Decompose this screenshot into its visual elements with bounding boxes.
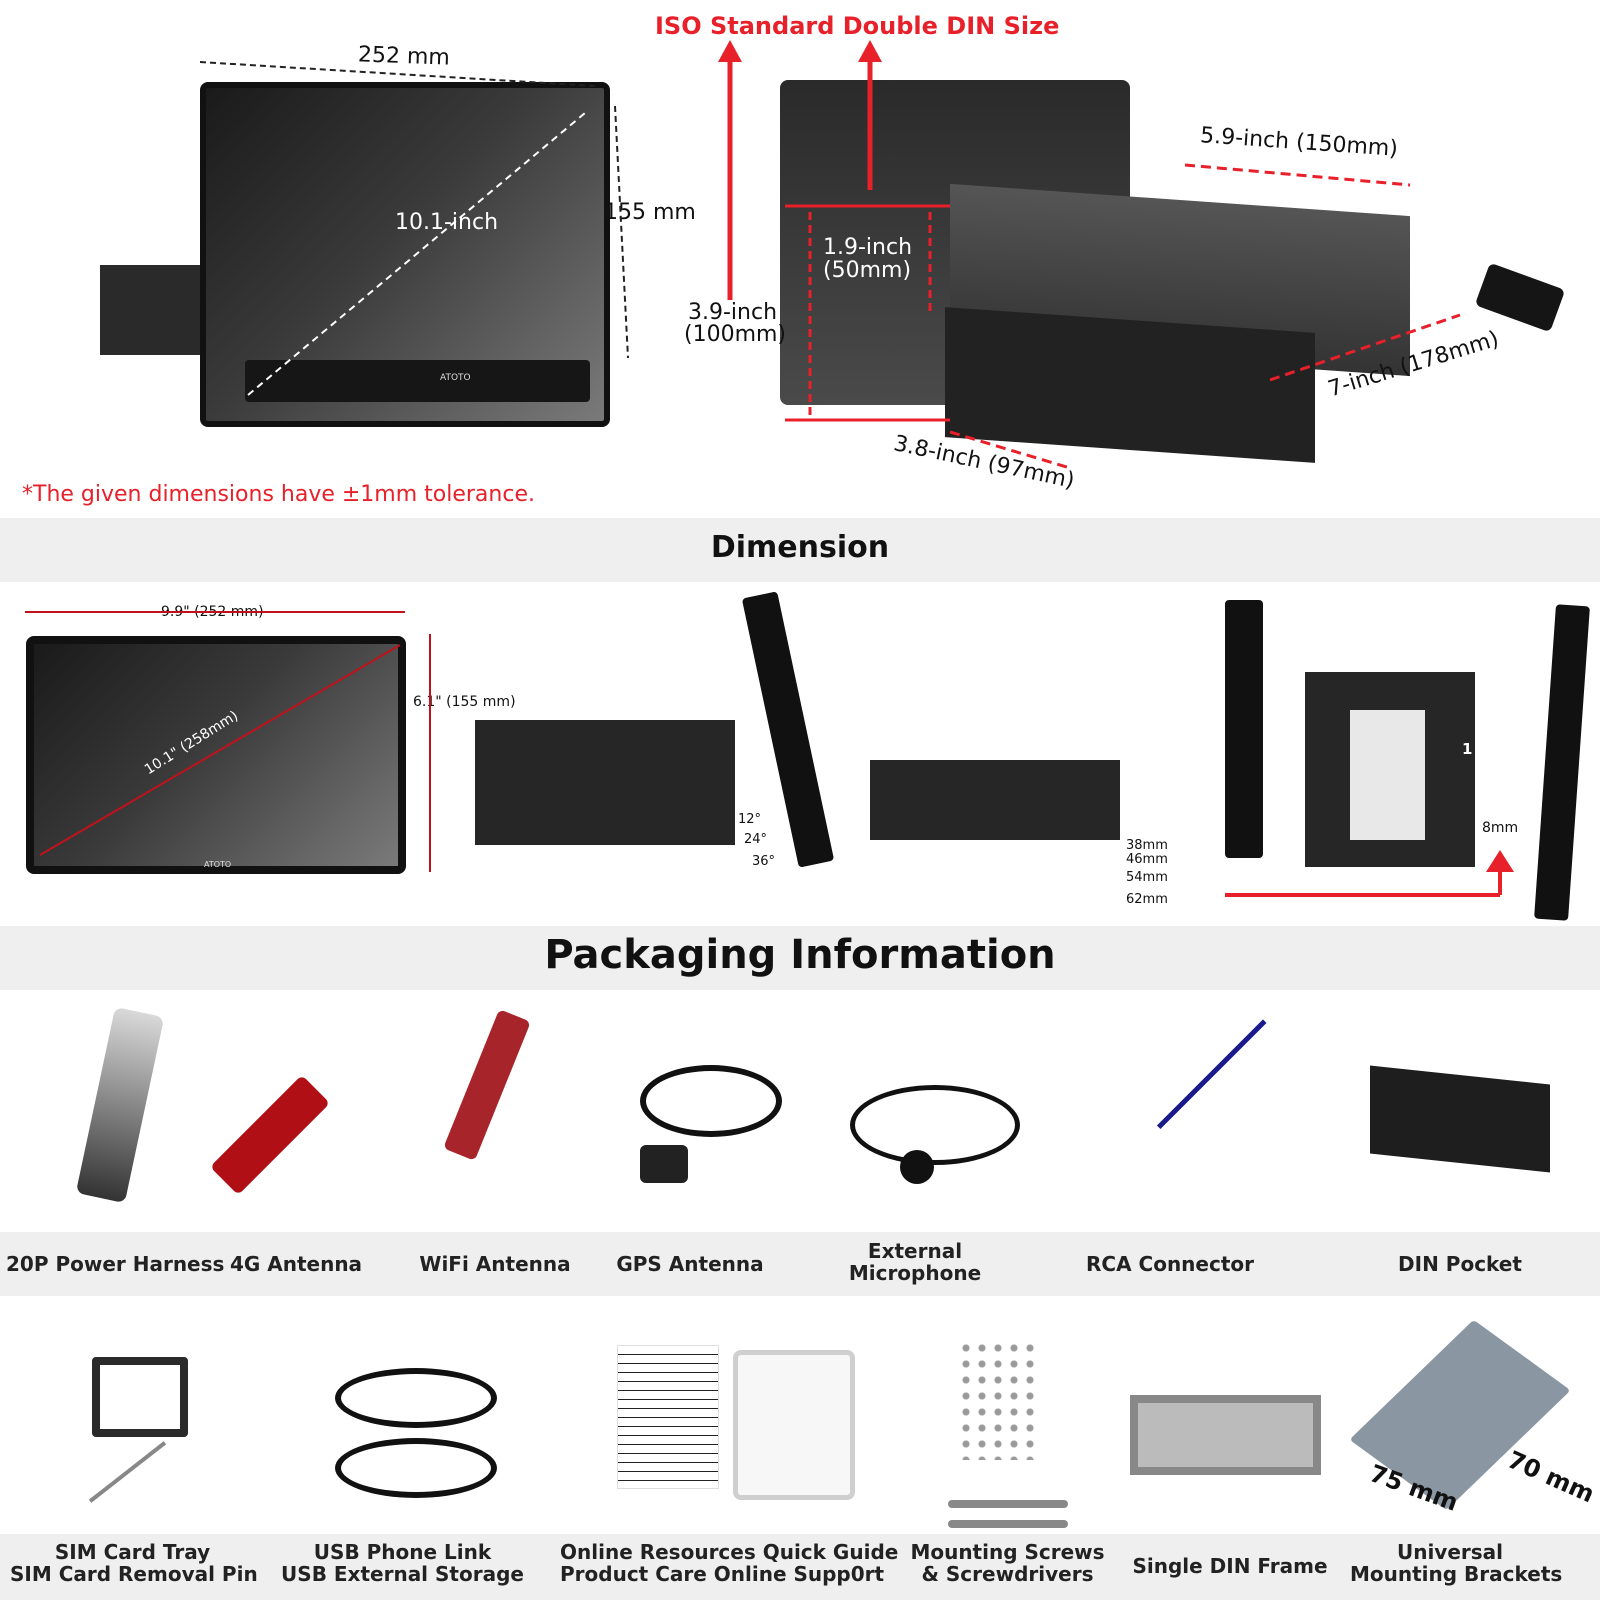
caption-guide-2: Product Care Online Supp0rt <box>560 1562 885 1586</box>
gps-cable-image <box>640 1065 782 1137</box>
top-panel-h-label-2: (100mm) <box>684 322 787 347</box>
caption-rca: RCA Connector <box>1086 1252 1254 1276</box>
depth-54: 54mm <box>1126 870 1168 885</box>
packaging-title: Packaging Information <box>544 932 1056 978</box>
caption-gps-antenna: GPS Antenna <box>616 1252 764 1276</box>
top-brand: ATOTO <box>440 373 471 383</box>
gps-antenna-image <box>640 1145 688 1183</box>
depth-screen <box>1225 600 1263 858</box>
height-offset: 8mm <box>1482 820 1519 836</box>
caption-guide-1: Online Resources Quick Guide <box>560 1540 899 1564</box>
dimension-band <box>0 518 1600 582</box>
dim-brand: ATOTO <box>204 860 232 869</box>
caption-sim-1: SIM Card Tray <box>54 1540 211 1564</box>
caption-wifi-antenna: WiFi Antenna <box>419 1252 571 1276</box>
product-care-image <box>733 1350 855 1500</box>
caption-brackets-1: Universal <box>1396 1540 1504 1564</box>
depth-chassis <box>870 760 1120 840</box>
row2-caption-band <box>0 1534 1600 1600</box>
dim-height-label: 6.1" (155 mm) <box>413 694 516 710</box>
top-chassis-h-label-1: 1.9-inch <box>823 235 913 260</box>
microphone-cable-image <box>850 1085 1020 1165</box>
caption-sim-2: SIM Card Removal Pin <box>10 1562 258 1586</box>
iso-title: ISO Standard Double DIN Size <box>655 12 1060 40</box>
sim-tray-image <box>92 1357 188 1437</box>
depth-46: 46mm <box>1126 852 1168 867</box>
tolerance-note: *The given dimensions have ±1mm toleranc… <box>22 482 535 507</box>
depth-62: 62mm <box>1126 892 1168 907</box>
caption-usb-1: USB Phone Link <box>313 1540 492 1564</box>
angle-24: 24° <box>744 832 768 847</box>
dim-screen <box>26 636 406 874</box>
top-chassis-side <box>100 265 210 355</box>
height-label-sticker <box>1350 710 1425 840</box>
usb-cable-1-image <box>335 1368 497 1428</box>
screwdriver-2-image <box>948 1520 1068 1528</box>
caption-din-pocket: DIN Pocket <box>1398 1252 1522 1276</box>
screwdriver-image <box>948 1500 1068 1508</box>
top-button-bar <box>245 360 590 402</box>
dimension-title: Dimension <box>710 530 890 565</box>
screws-image <box>958 1340 1040 1460</box>
row1-caption-band <box>0 1232 1600 1296</box>
caption-microphone-1: External <box>867 1239 963 1263</box>
caption-screws-2: & Screwdrivers <box>921 1562 1094 1586</box>
top-chassis-h-label-2: (50mm) <box>823 258 912 283</box>
quick-guide-image <box>617 1345 719 1489</box>
top-panel-h-label-1: 3.9-inch <box>688 300 778 325</box>
angle-12: 12° <box>738 812 762 827</box>
usb-cable-2-image <box>335 1438 497 1498</box>
caption-4g-antenna: 4G Antenna <box>229 1252 363 1276</box>
microphone-image <box>900 1150 934 1184</box>
top-diag-label: 10.1-inch <box>395 210 499 235</box>
din-frame-image <box>1130 1395 1321 1475</box>
caption-screws-1: Mounting Screws <box>910 1540 1105 1564</box>
packaging-band <box>0 926 1600 990</box>
caption-din-frame: Single DIN Frame <box>1132 1554 1328 1578</box>
depth-38: 38mm <box>1126 838 1168 853</box>
caption-microphone-2: Microphone <box>848 1261 982 1285</box>
caption-brackets-2: Mounting Brackets <box>1350 1562 1563 1586</box>
caption-power-harness: 20P Power Harness <box>6 1252 225 1276</box>
caption-usb-2: USB External Storage <box>281 1562 524 1586</box>
tilt-chassis <box>475 720 735 845</box>
height-positions: 1 2 3 4 <box>1462 740 1520 758</box>
angle-36: 36° <box>752 854 776 869</box>
top-height-label: 155 mm <box>604 200 696 225</box>
